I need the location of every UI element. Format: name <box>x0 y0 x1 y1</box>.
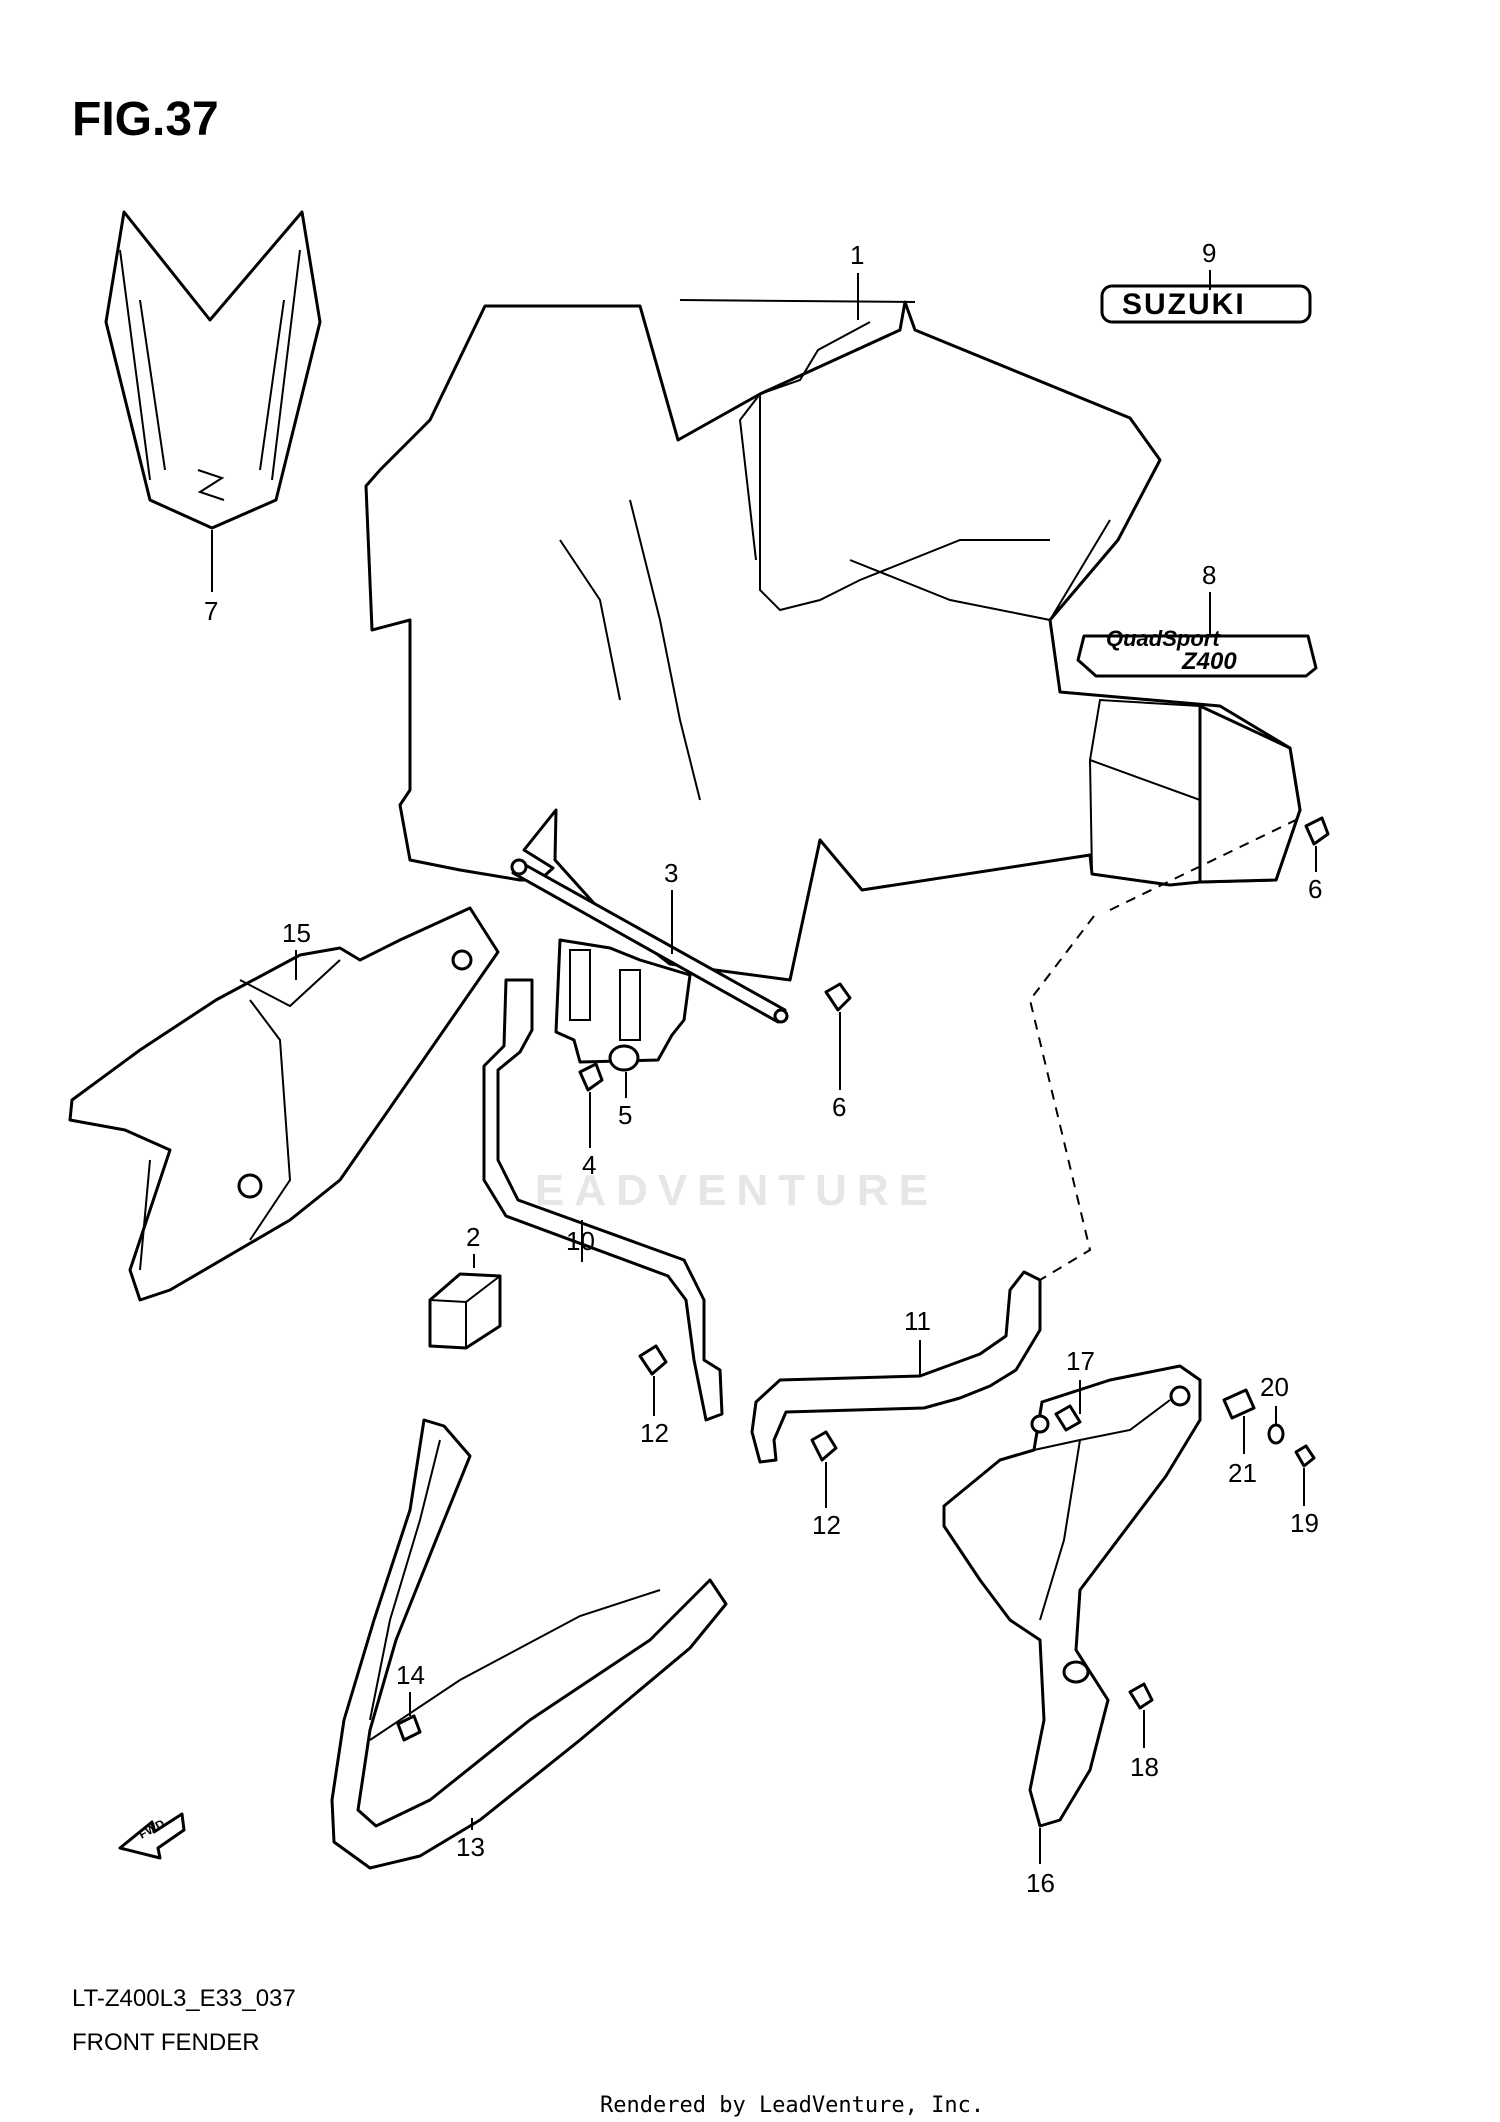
panel-screw-19 <box>1294 1444 1316 1468</box>
callout-15: 15 <box>282 918 311 948</box>
suzuki-decal <box>1100 284 1312 324</box>
figure-name: FRONT FENDER <box>72 2029 260 2056</box>
fender-bolt-lower <box>824 982 852 1012</box>
front-body-panel <box>364 299 1302 982</box>
panel-screw-18 <box>1128 1682 1154 1710</box>
mounting-bracket <box>554 938 692 1064</box>
callout-12a: 12 <box>640 1418 669 1448</box>
callout-16: 16 <box>1026 1868 1055 1898</box>
panel-collar-21 <box>1222 1388 1256 1420</box>
callout-17: 17 <box>1066 1346 1095 1376</box>
callout-8: 8 <box>1202 560 1217 590</box>
brace-left <box>482 978 724 1422</box>
callout-5: 5 <box>618 1100 633 1130</box>
callout-13: 13 <box>456 1832 485 1862</box>
callout-1: 1 <box>850 240 865 270</box>
callout-9: 9 <box>1202 238 1217 268</box>
watermark: LEADVENTURE <box>498 1166 939 1215</box>
callout-18: 18 <box>1130 1752 1159 1782</box>
lower-guard <box>330 1418 728 1870</box>
guard-screw <box>396 1714 422 1742</box>
figure-title: FIG.37 <box>72 93 219 146</box>
bracket-nut <box>608 1044 640 1072</box>
quadsport-decal-text: QuadSport <box>1106 626 1220 651</box>
install-line-brace <box>1028 915 1095 1281</box>
side-panel-left <box>68 906 500 1302</box>
callout-10: 10 <box>566 1226 595 1256</box>
callout-6b: 6 <box>832 1092 847 1122</box>
callout-21: 21 <box>1228 1458 1257 1488</box>
callout-11: 11 <box>904 1306 931 1336</box>
fwd-arrow-icon <box>118 1812 186 1860</box>
callout-7: 7 <box>204 596 219 626</box>
callout-19: 19 <box>1290 1508 1319 1538</box>
brace-right <box>750 1270 1042 1464</box>
callout-3: 3 <box>664 858 679 888</box>
callout-4: 4 <box>582 1150 597 1180</box>
callout-6a: 6 <box>1308 874 1323 904</box>
model-code: LT-Z400L3_E33_037 <box>72 1985 296 2012</box>
panel-washer-20 <box>1267 1423 1285 1445</box>
callout-20: 20 <box>1260 1372 1289 1402</box>
suzuki-decal-text: SUZUKI <box>1122 288 1246 321</box>
callout-12b: 12 <box>812 1510 841 1540</box>
bracket-bolt <box>578 1062 604 1092</box>
credit-line: Rendered by LeadVenture, Inc. <box>600 2093 985 2118</box>
rubber-block <box>428 1272 502 1350</box>
panel-screw-17 <box>1054 1404 1082 1432</box>
brace-bolt-left <box>638 1344 668 1376</box>
quadsport-decal <box>1076 634 1318 678</box>
brace-bolt-right <box>810 1430 838 1462</box>
z400-decal-text: Z400 <box>1182 648 1237 675</box>
callout-2: 2 <box>466 1222 481 1252</box>
callout-14: 14 <box>396 1660 425 1690</box>
leader-lines <box>211 270 1317 1864</box>
mounting-rod <box>510 858 789 1024</box>
fender-bolt-right <box>1304 816 1330 846</box>
side-panel-right <box>942 1364 1202 1828</box>
visor-decal <box>104 210 322 530</box>
